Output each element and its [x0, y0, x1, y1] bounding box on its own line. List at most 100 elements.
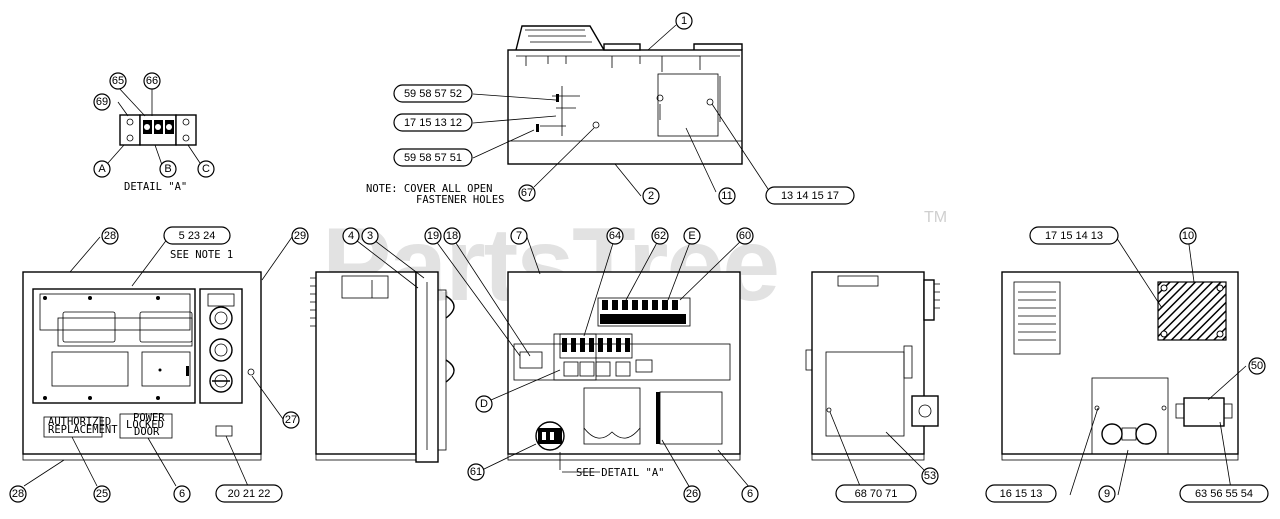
svg-text:64: 64: [609, 230, 621, 242]
callout-53[interactable]: 53: [921, 467, 939, 485]
detail-a-terminal-block: [107, 86, 201, 166]
callout-6-interior[interactable]: 6: [741, 485, 759, 503]
note-line-1: NOTE: COVER ALL OPEN: [366, 183, 492, 195]
callout-60[interactable]: 60: [736, 227, 754, 245]
svg-text:10: 10: [1182, 230, 1194, 242]
rear-leaders: [1069, 236, 1247, 496]
svg-text:18: 18: [446, 230, 458, 242]
callout-50[interactable]: 50: [1248, 357, 1266, 375]
callout-b[interactable]: B: [159, 160, 177, 178]
svg-text:62: 62: [654, 230, 666, 242]
svg-text:25: 25: [96, 488, 108, 500]
side-view-right: [805, 271, 940, 461]
callout-69[interactable]: 69: [93, 93, 111, 111]
side-right-leaders: [829, 411, 931, 487]
callout-63-56-55-54[interactable]: 63 56 55 54: [1179, 484, 1269, 503]
svg-text:17 15 14 13: 17 15 14 13: [1045, 230, 1103, 242]
callout-13-14-15-17[interactable]: 13 14 15 17: [765, 186, 855, 205]
callout-66[interactable]: 66: [143, 72, 161, 90]
svg-text:27: 27: [285, 414, 297, 426]
callout-17-15-13-12[interactable]: 17 15 13 12: [393, 113, 473, 132]
svg-text:7: 7: [516, 230, 522, 242]
callout-25[interactable]: 25: [93, 485, 111, 503]
callout-61[interactable]: 61: [467, 463, 485, 481]
svg-text:1: 1: [681, 15, 687, 27]
note-line-2: FASTENER HOLES: [416, 194, 505, 206]
callout-1[interactable]: 1: [675, 12, 693, 30]
svg-text:66: 66: [146, 75, 158, 87]
svg-text:11: 11: [721, 190, 732, 202]
see-note-1-label: SEE NOTE 1: [170, 249, 233, 261]
svg-text:4: 4: [348, 230, 354, 242]
callout-e[interactable]: E: [683, 227, 701, 245]
svg-text:19: 19: [427, 230, 439, 242]
top-view-leaders: [472, 24, 771, 197]
callout-2[interactable]: 2: [642, 187, 660, 205]
watermark-trademark: TM: [924, 209, 947, 226]
side-view-left: [310, 271, 455, 463]
callout-9[interactable]: 9: [1098, 485, 1116, 503]
callout-62[interactable]: 62: [651, 227, 669, 245]
callout-4[interactable]: 4: [342, 227, 360, 245]
svg-text:28: 28: [104, 230, 116, 242]
svg-text:6: 6: [747, 488, 753, 500]
callout-59-58-57-52[interactable]: 59 58 57 52: [393, 84, 473, 103]
callout-16-15-13[interactable]: 16 15 13: [985, 484, 1057, 503]
svg-text:13 14 15 17: 13 14 15 17: [781, 190, 839, 202]
callout-6-front[interactable]: 6: [173, 485, 191, 503]
interior-view: [507, 271, 741, 461]
callout-27[interactable]: 27: [282, 411, 300, 429]
front-plate-center-text-3: DOOR: [134, 426, 160, 438]
callout-10[interactable]: 10: [1179, 227, 1197, 245]
detail-a-label: DETAIL "A": [124, 181, 187, 193]
svg-text:60: 60: [739, 230, 751, 242]
svg-text:6: 6: [179, 488, 185, 500]
callout-7[interactable]: 7: [510, 227, 528, 245]
svg-text:67: 67: [521, 187, 533, 199]
side-left-leaders: [351, 236, 425, 289]
svg-text:63 56 55 54: 63 56 55 54: [1195, 488, 1253, 500]
callout-26[interactable]: 26: [683, 485, 701, 503]
front-plate-left-text-1: AUTHORIZED: [48, 416, 111, 428]
svg-text:20 21 22: 20 21 22: [228, 488, 271, 500]
svg-text:17 15 13 12: 17 15 13 12: [404, 117, 462, 129]
svg-text:65: 65: [112, 75, 124, 87]
svg-text:61: 61: [470, 466, 482, 478]
callout-67[interactable]: 67: [518, 184, 536, 202]
callout-11[interactable]: 11: [718, 187, 736, 205]
svg-text:50: 50: [1251, 360, 1263, 372]
svg-text:B: B: [164, 163, 171, 175]
svg-text:A: A: [98, 163, 106, 175]
svg-text:59 58 57 51: 59 58 57 51: [404, 152, 462, 164]
callout-3[interactable]: 3: [361, 227, 379, 245]
svg-text:16 15 13: 16 15 13: [1000, 488, 1043, 500]
svg-text:69: 69: [96, 96, 108, 108]
svg-text:26: 26: [686, 488, 698, 500]
svg-text:2: 2: [648, 190, 654, 202]
callout-d[interactable]: D: [475, 395, 493, 413]
front-plate-center-text-2: LOCKED: [126, 419, 164, 431]
callout-59-58-57-51[interactable]: 59 58 57 51: [393, 148, 473, 167]
rear-view: [1001, 271, 1239, 461]
callout-64[interactable]: 64: [606, 227, 624, 245]
svg-text:9: 9: [1104, 488, 1110, 500]
svg-text:D: D: [480, 398, 488, 410]
callout-a[interactable]: A: [93, 160, 111, 178]
top-assembly-view: [507, 25, 743, 165]
svg-text:3: 3: [367, 230, 373, 242]
svg-text:E: E: [688, 230, 695, 242]
callout-19[interactable]: 19: [424, 227, 442, 245]
callout-68-70-71[interactable]: 68 70 71: [835, 484, 917, 503]
callout-c[interactable]: C: [197, 160, 215, 178]
callout-28-top[interactable]: 28: [101, 227, 119, 245]
see-detail-a-label: SEE DETAIL "A": [576, 467, 665, 479]
callout-20-21-22[interactable]: 20 21 22: [215, 484, 283, 503]
svg-text:29: 29: [294, 230, 306, 242]
callout-5-23-24[interactable]: 5 23 24: [163, 226, 231, 245]
callout-29[interactable]: 29: [291, 227, 309, 245]
callout-28-bottom[interactable]: 28: [9, 485, 27, 503]
callout-65[interactable]: 65: [109, 72, 127, 90]
callout-18[interactable]: 18: [443, 227, 461, 245]
callout-17-15-14-13[interactable]: 17 15 14 13: [1029, 226, 1119, 245]
